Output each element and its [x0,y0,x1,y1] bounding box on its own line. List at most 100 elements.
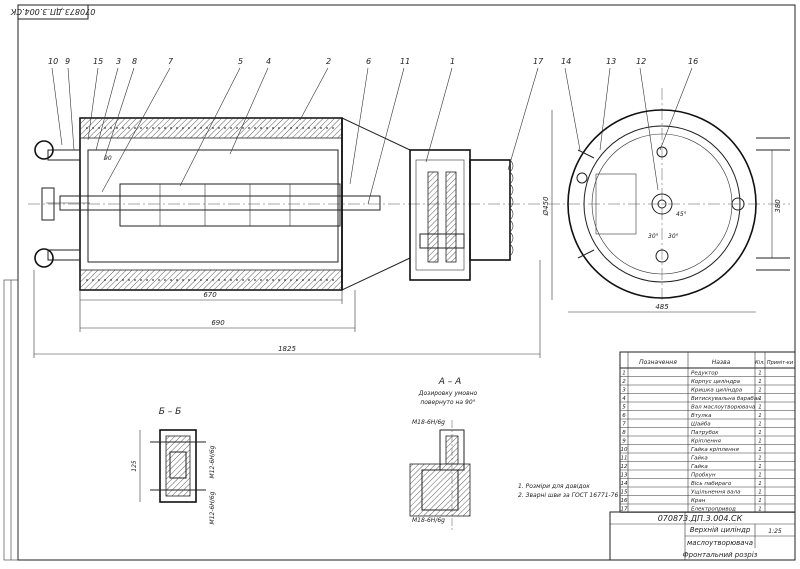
spec-name: Гайка [691,456,708,462]
tb-scale: 1:25 [768,528,782,535]
th-designation: Позначення [639,359,677,366]
dim-450: Ø450 [542,196,550,216]
spec-name: Шайба [691,422,711,428]
spec-name: Пробкун [691,473,716,479]
spec-name: Гайка кріплення [691,447,739,453]
spec-name: Редуктор [691,371,719,377]
spec-qty: 1 [758,456,762,462]
spec-name: Ущільнення вала [691,490,741,496]
th-qty: Кіл. [755,360,765,366]
leader-13: 13 [606,57,616,66]
note-2: 2. Зварні шви за ГОСТ 16771-76 [518,492,619,499]
spec-pos: 15 [621,490,628,496]
dim-1825: 1825 [278,345,296,353]
thread-2: М18-6Н/6g [412,517,445,524]
spec-name: Витискувальна барабан [691,396,761,402]
dim-380: 380 [774,199,782,213]
th-name: Назва [712,359,731,366]
dim-30a: 30° [648,233,659,240]
spec-qty: 1 [758,405,762,411]
dim-485: 485 [655,303,669,311]
note-1: 1. Розміри для довідок [518,483,590,490]
tb-name2: маслоутворювача [687,539,753,547]
spec-qty: 1 [758,490,762,496]
spec-qty: 1 [758,371,762,377]
spec-name: Електропривод [691,507,736,513]
spec-pos: 1 [622,371,626,377]
spec-pos: 12 [621,464,628,470]
dim-690: 690 [211,319,225,327]
spec-pos: 11 [621,456,628,462]
spec-pos: 10 [621,447,628,453]
spec-name: Вал маслоутворювача [691,405,756,411]
aa-sub2: повернуто на 90° [420,399,475,406]
spec-qty: 1 [758,447,762,453]
tb-name1: Верхній циліндр [690,526,751,534]
spec-name: Втулка [691,413,712,419]
spec-pos: 16 [621,498,628,504]
top-code: 070873.ДП.3.004.СК [10,7,95,16]
spec-qty: 1 [758,388,762,394]
spec-name: Гайка [691,464,708,470]
spec-qty: 1 [758,430,762,436]
spec-qty: 1 [758,413,762,419]
leader-group: 10 9 15 3 8 7 5 4 2 6 11 1 17 14 13 12 1… [48,57,698,205]
spec-qty: 1 [758,464,762,470]
aa-title: А – А [438,377,462,387]
thread-3: М12-6Н/6g [209,445,216,478]
spec-pos: 4 [622,396,626,402]
spec-qty: 1 [758,396,762,402]
leader-15: 15 [93,57,103,66]
tb-view: Фронтальний розріз [683,551,758,559]
leader-17: 17 [533,57,544,66]
spec-qty: 1 [758,498,762,504]
dim-45: 45° [676,211,687,218]
code-box [17,4,89,20]
spec-qty: 1 [758,379,762,385]
spec-name: Кріплення [691,439,722,445]
section-bb: Б – Б 125 М12-6Н/6g М12-6Н/6g [131,407,216,524]
bb-title: Б – Б [159,407,182,417]
leader-10: 10 [48,57,58,66]
spec-pos: 2 [622,379,626,385]
spec-qty: 1 [758,439,762,445]
thread-1: М18-6Н/6g [412,419,445,426]
spec-pos: 17 [621,507,628,513]
spec-pos: 14 [621,481,628,487]
th-notes: Приміт-ки [767,360,794,366]
spec-table: Позначення Назва Кіл. Приміт-ки 1 Редукто… [619,351,796,513]
leader-3: 3 [116,57,121,66]
spec-name: Вісь пабираго [691,481,732,487]
dim-125: 125 [131,460,138,472]
leader-11: 11 [400,57,410,66]
leader-16: 16 [688,57,698,66]
spec-pos: 3 [622,388,626,394]
dim-90: 90 [104,155,112,162]
spec-pos: 8 [622,430,626,436]
leader-8: 8 [132,57,137,66]
dim-670: 670 [203,291,217,299]
spec-qty: 1 [758,422,762,428]
section-aa: А – А Дозировку умовно повернуто на 90° … [409,377,478,530]
aa-sub1: Дозировку умовно [418,390,478,397]
spec-pos: 6 [622,413,626,419]
thread-4: М12-6Н/6g [209,491,216,524]
spec-qty: 1 [758,481,762,487]
leader-4: 4 [266,57,271,66]
spec-name: Кран [691,498,706,504]
leader-7: 7 [168,57,174,66]
spec-pos: 13 [621,473,628,479]
spec-name: Корпус циліндра [691,379,741,385]
leader-6: 6 [366,57,371,66]
spec-pos: 7 [622,422,626,428]
spec-name: Патрубок [691,430,719,436]
end-view: 485 Ø450 380 30° 30° 45° [542,88,790,313]
leader-5: 5 [238,57,243,66]
spec-pos: 5 [622,405,626,411]
spec-qty: 1 [758,507,762,513]
main-section-view: 10 9 15 3 8 7 5 4 2 6 11 1 17 14 13 12 1… [28,57,698,358]
spec-pos: 9 [622,439,626,445]
